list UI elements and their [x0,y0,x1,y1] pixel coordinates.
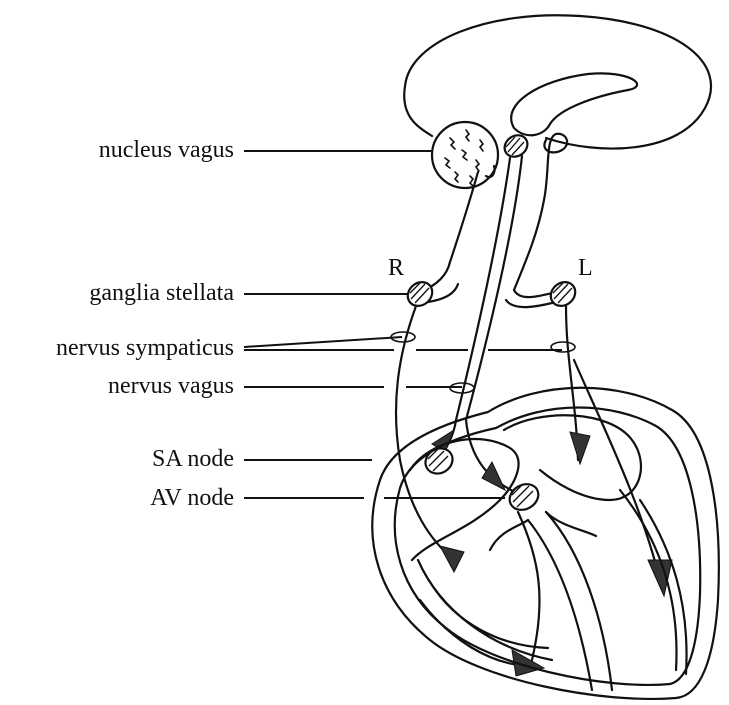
right-stellate-ganglion [403,277,437,311]
brain [404,15,711,290]
brain-outline [404,15,711,148]
papillary-muscles [490,512,596,550]
vagus-fiber-2 [456,158,510,420]
arrow-heads [432,430,672,676]
av-node [505,479,543,515]
label-ganglia-stellata: ganglia stellata [89,280,234,306]
left-ventricle-inner [620,490,687,674]
label-av-node: AV node [150,485,234,511]
arrow-right-atrium [440,546,464,572]
leader-sympaticus-right [244,337,402,347]
label-nervus-sympaticus: nervus sympaticus [56,335,234,361]
left-sympathetic-fiber-ventricle [574,360,660,580]
left-stellate-ganglion [546,277,580,311]
arrow-av-node [482,462,505,490]
arrow-left-atrium [570,432,590,464]
label-sa-node: SA node [152,446,234,472]
arrow-left-ventricle [648,560,672,596]
vagus-fiber-1 [466,156,522,420]
heart [372,388,718,699]
nerve-trunk [420,156,556,420]
label-left-side: L [578,255,593,281]
label-right-side: R [388,255,404,281]
trunk-to-left-ganglion-lower [506,300,556,307]
right-ventricle-fiber [420,600,528,666]
av-bundle-branch [518,512,540,660]
nerve-loops [391,332,575,393]
label-nucleus-vagus: nucleus vagus [99,137,234,163]
label-nervus-vagus: nervus vagus [108,373,234,399]
sa-node [421,444,457,479]
right-sympathetic-fiber [396,306,454,560]
interventricular-septum [528,512,612,690]
brain-corpus-callosum [511,73,637,135]
